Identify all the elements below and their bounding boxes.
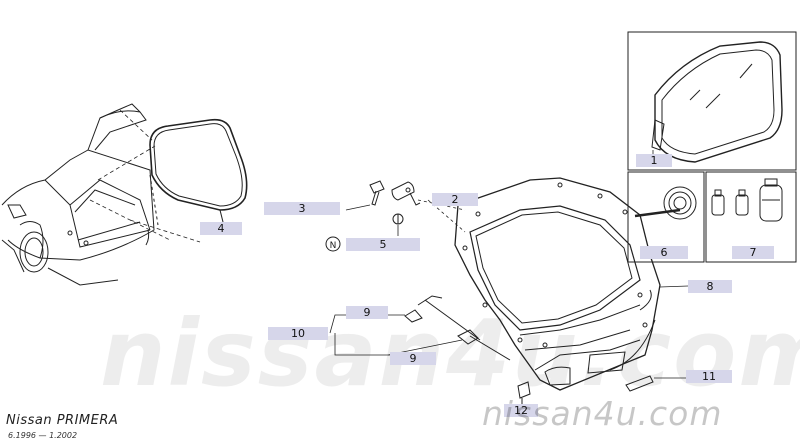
callout-6: 6 bbox=[640, 246, 688, 259]
back-door-panel bbox=[454, 177, 689, 391]
adhesive-kit bbox=[711, 178, 783, 222]
callout-11: 11 bbox=[686, 370, 732, 383]
watermark-site: nissan4u.com bbox=[482, 394, 723, 433]
leader-lines-car bbox=[89, 109, 201, 243]
callout-9-lower: 9 bbox=[390, 352, 436, 365]
model-caption: Nissan PRIMERA bbox=[6, 413, 119, 428]
sealant-roll bbox=[634, 186, 697, 220]
back-glass bbox=[651, 41, 783, 163]
callout-12: 12 bbox=[504, 404, 538, 417]
inset-boxes bbox=[627, 31, 797, 263]
callout-4: 4 bbox=[200, 222, 242, 235]
callout-2: 2 bbox=[432, 193, 478, 206]
car-rear-illustration bbox=[1, 103, 159, 286]
callout-7: 7 bbox=[732, 246, 774, 259]
years-caption: 6.1996 — 1.2002 bbox=[8, 431, 78, 440]
nut-n-glyph: N bbox=[330, 241, 337, 251]
lock-and-handle bbox=[517, 375, 688, 405]
callout-9-upper: 9 bbox=[346, 306, 388, 319]
callout-5: 5 bbox=[346, 238, 420, 251]
callout-1: 1 bbox=[636, 154, 672, 167]
callout-8: 8 bbox=[688, 280, 732, 293]
callout-10: 10 bbox=[268, 327, 328, 340]
trunk-weatherstrip bbox=[149, 118, 248, 223]
callout-3: 3 bbox=[264, 202, 340, 215]
